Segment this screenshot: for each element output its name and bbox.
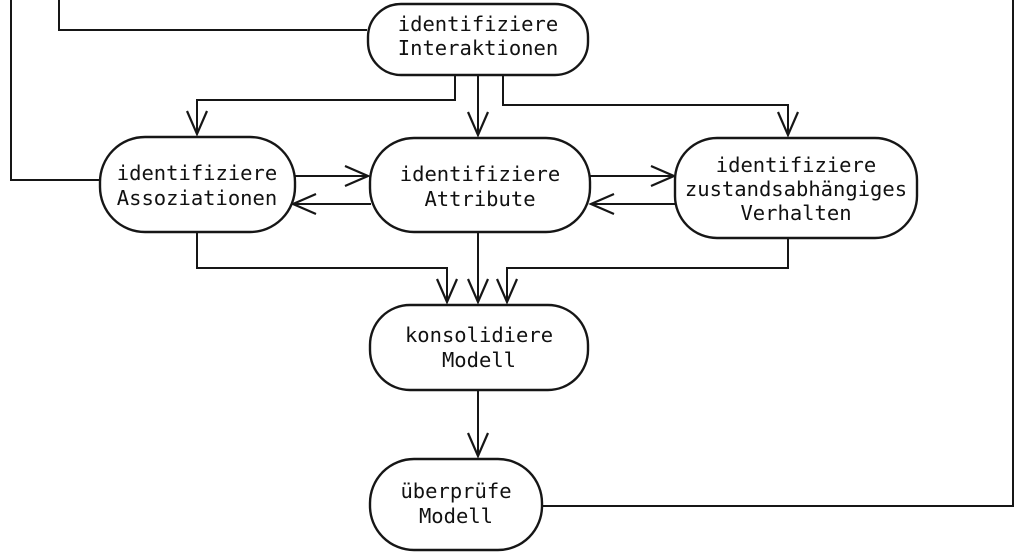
- node-identifiziere-attribute: identifiziere Attribute: [368, 136, 592, 234]
- node-label: identifiziere: [398, 12, 558, 36]
- edge-assoziationen-konsolidiere: [196, 232, 459, 305]
- edge-ueberpruefe-feedback: [541, 0, 1014, 507]
- node-ueberpruefe-modell: überprüfe Modell: [368, 457, 544, 552]
- node-label: Verhalten: [740, 201, 851, 225]
- node-label: konsolidiere: [405, 323, 553, 347]
- node-label: Attribute: [424, 187, 535, 211]
- node-shape: [98, 135, 297, 234]
- node-label: Interaktionen: [398, 36, 558, 60]
- node-label: überprüfe: [400, 479, 511, 503]
- edge-interaktionen-verhalten: [502, 75, 800, 138]
- node-label: Assoziationen: [117, 186, 277, 210]
- node-label: Modell: [442, 348, 516, 372]
- node-label: identifiziere: [400, 162, 560, 186]
- edge-feedback-to-assoziationen: [10, 0, 99, 181]
- node-label: zustandsabhängiges: [685, 177, 907, 201]
- node-identifiziere-interaktionen: identifiziere Interaktionen: [366, 2, 590, 77]
- node-shape: [368, 303, 590, 392]
- edge-verhalten-konsolidiere: [495, 238, 789, 305]
- edge-interaktionen-assoziationen: [185, 75, 456, 137]
- node-label: identifiziere: [117, 161, 277, 185]
- edge-feedback-to-interaktionen: [58, 0, 367, 31]
- node-label: Modell: [419, 504, 493, 528]
- node-identifiziere-zustandsabhaengiges-verhalten: identifiziere zustandsabhängiges Verhalt…: [673, 136, 919, 240]
- node-konsolidiere-modell: konsolidiere Modell: [368, 303, 590, 392]
- node-shape: [368, 457, 544, 552]
- node-shape: [368, 136, 592, 234]
- node-shape: [366, 2, 590, 77]
- node-shape: [673, 136, 919, 240]
- node-identifiziere-assoziationen: identifiziere Assoziationen: [98, 135, 297, 234]
- node-label: identifiziere: [716, 153, 876, 177]
